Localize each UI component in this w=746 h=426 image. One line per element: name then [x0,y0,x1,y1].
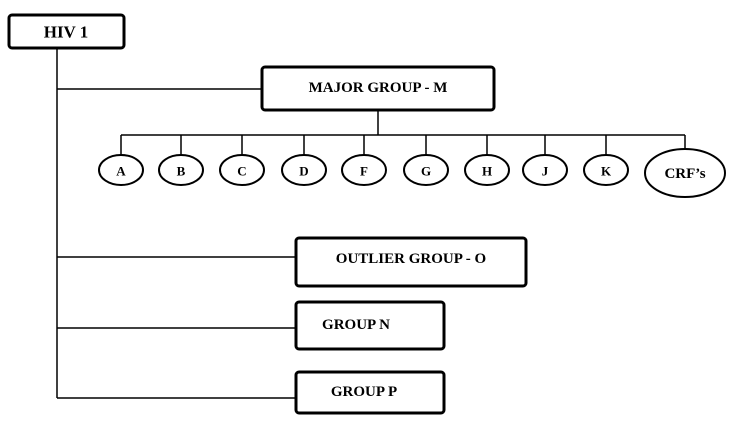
subtype-label: A [116,164,126,179]
major-group-node: MAJOR GROUP - M [260,65,496,112]
connector-lines [56,48,686,399]
subtype-b: B [158,154,204,186]
subtype-label: G [421,164,431,179]
root-label: HIV 1 [44,23,89,42]
group-n-node: GROUP N [294,300,446,351]
subtype-label: K [601,164,612,179]
outlier-group-label: OUTLIER GROUP - O [336,251,486,267]
group-p-label: GROUP P [331,384,397,400]
subtype-label: CRF’s [664,166,705,182]
subtype-label: D [299,164,308,179]
subtype-c: C [219,154,265,186]
outlier-group-node: OUTLIER GROUP - O [294,236,528,288]
group-p-node: GROUP P [294,370,446,415]
subtype-label: B [177,164,186,179]
subtype-label: C [237,164,246,179]
root-node: HIV 1 [7,13,126,50]
subtype-k: K [583,154,629,186]
subtype-label: H [482,164,492,179]
subtype-h: H [464,154,510,186]
subtype-g: G [403,154,449,186]
subtype-label: F [360,164,368,179]
subtype-a: A [98,154,144,186]
subtype-j: J [522,154,568,186]
group-n-label: GROUP N [322,317,390,333]
subtype-f: F [341,154,387,186]
subtype-label: J [542,164,549,179]
subtype-nodes: A B C D F G H J [98,148,726,198]
subtype-d: D [281,154,327,186]
subtype-crfs: CRF’s [644,148,726,198]
major-group-label: MAJOR GROUP - M [309,80,448,96]
